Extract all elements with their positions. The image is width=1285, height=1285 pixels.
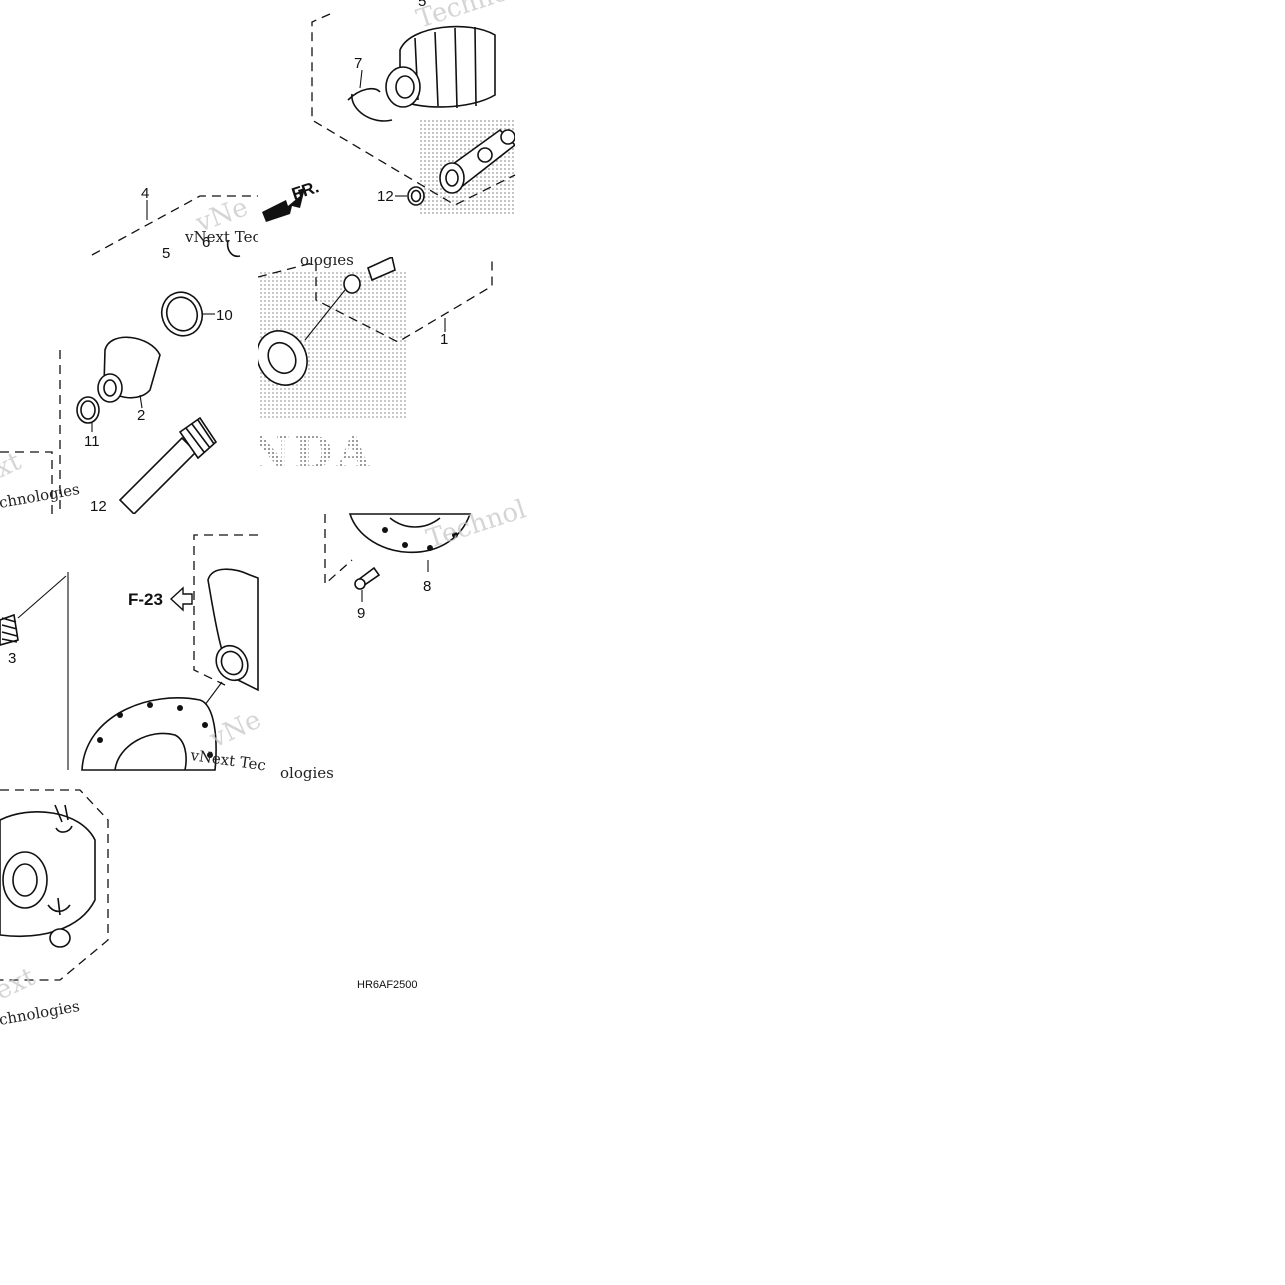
watermark-5: chnologies (0, 480, 81, 512)
rotor-hole (117, 712, 123, 718)
spline-lines (185, 419, 215, 453)
callout-12-top: 12 (377, 188, 394, 205)
assembly-border-4 (91, 195, 258, 256)
outboard-joint-group: 7 12 5 Technol FR. (262, 0, 520, 222)
brake-disc-group: 8 9 Technol (324, 494, 530, 622)
rotor-hole (147, 702, 153, 708)
front-direction-label: FR. (289, 177, 321, 204)
callout-6: 6 (202, 234, 210, 251)
housing-flange-inner (12, 863, 38, 897)
bearing-group: 1 ologies NDA (250, 251, 493, 479)
callout-5-top: 5 (418, 0, 426, 10)
housing-port (49, 928, 71, 948)
boot-band-part (347, 87, 393, 122)
watermark-6: Technol (423, 494, 530, 554)
shaft-end-part (367, 257, 396, 282)
rotor-hole (202, 722, 208, 728)
circlip-12-top (407, 186, 425, 206)
callout-4: 4 (141, 185, 149, 202)
disc-center (389, 517, 441, 528)
leader-2 (139, 394, 143, 409)
spring-3-part (0, 613, 19, 646)
disc-hole (452, 532, 458, 538)
watermark-2: vNext Tec (184, 228, 261, 246)
front-direction-arrow-icon (262, 188, 305, 222)
joint-opening (97, 373, 123, 403)
outer-boot-part (399, 25, 496, 108)
brand-logo-text: NDA (250, 428, 375, 479)
callout-5: 5 (162, 245, 170, 262)
watermark-3: ologies (300, 251, 354, 269)
oring-10-part (160, 291, 204, 337)
hub-group: 3 F-23 vNe vNext Tec ologies (0, 534, 334, 782)
brake-disc-8-part (348, 513, 472, 554)
band-6-part (226, 239, 241, 258)
inboard-joint-group: 4 5 6 vNext Tec vNe 10 2 11 12 xt chnolo… (0, 185, 261, 515)
callout-11: 11 (84, 433, 100, 450)
callout-12-shaft: 12 (90, 498, 107, 515)
callout-8: 8 (423, 578, 431, 595)
rotor-center (114, 732, 187, 771)
watermark-7b: vNe (204, 705, 265, 755)
assembly-border-housing (0, 789, 109, 981)
hub-bearing-inner (220, 650, 244, 676)
rotor-hole (207, 752, 213, 758)
housing-group: ext chnologies (0, 789, 109, 1029)
leader-bearing (304, 289, 346, 341)
callout-1: 1 (440, 331, 448, 348)
housing-flange (2, 851, 48, 909)
boot-inner-ring (395, 75, 415, 99)
joint-opening-inner (103, 379, 117, 397)
housing-wires (54, 804, 73, 833)
watermark-9: ologies (280, 764, 334, 782)
spring-coils (1, 617, 18, 643)
disc-hole (382, 527, 388, 533)
assembly-border-1 (258, 257, 493, 343)
reference-arrow-icon[interactable] (169, 586, 193, 612)
callout-2: 2 (137, 407, 145, 424)
circlip-11-inner (80, 400, 96, 420)
boot-ribs (414, 26, 477, 109)
leader-3 (17, 575, 67, 619)
leader-7 (359, 69, 363, 89)
housing-clip (47, 897, 71, 916)
circlip-small (343, 274, 361, 294)
watermark-10: ext (0, 962, 40, 1007)
diagram-code-label: HR6AF2500 (357, 979, 418, 991)
bolt-9-head (354, 578, 366, 590)
shaft-splines (178, 416, 218, 460)
assembly-border-left (0, 451, 53, 514)
rotor-disc-part (81, 697, 217, 771)
circlip-12-top-inner (410, 189, 422, 203)
boot-opening (385, 66, 421, 108)
disc-hole (402, 542, 408, 548)
assembly-border-hub (193, 534, 258, 686)
joint-shaft-part (439, 128, 515, 194)
cross-reference-label[interactable]: F-23 (128, 590, 163, 609)
callout-10: 10 (216, 307, 233, 324)
assembly-border-8 (324, 514, 353, 586)
callout-7: 7 (354, 55, 362, 72)
rotor-hole (177, 705, 183, 711)
bearing-inner (267, 341, 297, 375)
callout-9: 9 (357, 605, 365, 622)
oring-10-inner (165, 296, 199, 332)
bearing-part (258, 330, 308, 386)
drive-shaft-part (118, 436, 198, 514)
disc-hole (427, 545, 433, 551)
rotor-hole (97, 737, 103, 743)
callout-3: 3 (8, 650, 16, 667)
